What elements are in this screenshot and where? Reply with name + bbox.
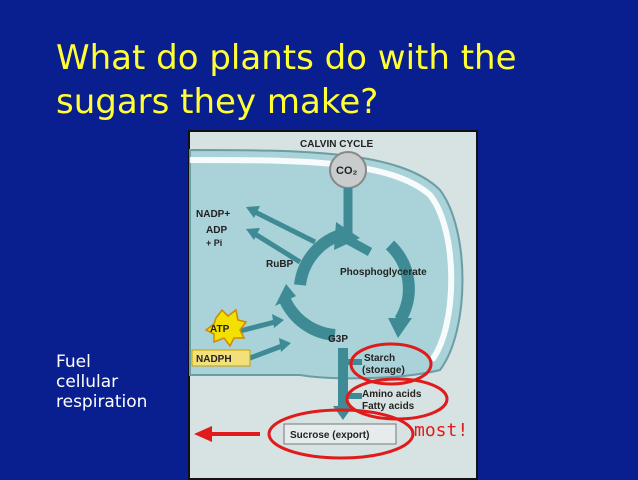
cycle-arrow-right: [385, 240, 415, 324]
cycle-arrow-top-left: [294, 229, 343, 286]
atp-badge: [204, 308, 248, 348]
sucrose-box: [283, 423, 397, 445]
membrane-gap: [189, 157, 455, 362]
nadph-label: NADPH: [196, 354, 232, 365]
co2-label: CO₂: [336, 165, 358, 177]
starch-label-1: Starch: [364, 353, 395, 364]
cycle-arrowhead-right: [388, 318, 412, 338]
most-annotation: most!: [414, 420, 469, 441]
nadp-label: NADP+: [196, 209, 230, 220]
adp-label: ADP: [206, 225, 227, 236]
nadph-box: [191, 349, 251, 367]
fatty-label: Fatty acids: [362, 401, 415, 412]
slide-title: What do plants do with the sugars they m…: [56, 36, 616, 124]
title-line-2: sugars they make?: [56, 82, 379, 122]
nadp-arrowhead: [246, 206, 260, 218]
nadp-arrow: [253, 209, 317, 245]
nadph-arrow: [249, 343, 283, 361]
rubp-label: RuBP: [266, 259, 294, 270]
atp-arrowhead: [272, 314, 284, 328]
title-line-1: What do plants do with the: [56, 38, 517, 78]
pi-label: + Pi: [206, 238, 222, 248]
adp-arrow: [253, 231, 302, 265]
starch-label-2: (storage): [362, 365, 405, 376]
side-note-line-1: Fuel: [56, 352, 91, 372]
g3p-label: G3P: [328, 334, 348, 345]
export-arrowhead: [194, 426, 212, 442]
cycle-arrowhead-top: [334, 222, 360, 250]
side-note-line-3: respiration: [56, 392, 148, 412]
starch-highlight: [349, 342, 433, 386]
nadph-arrowhead: [279, 338, 291, 352]
side-note-line-2: cellular: [56, 372, 119, 392]
amino-label: Amino acids: [362, 389, 422, 400]
calvin-cycle-header: CALVIN CYCLE: [300, 139, 373, 150]
atp-arrow: [235, 319, 276, 335]
atp-label: ATP: [210, 324, 230, 335]
phosphoglycerate-label: Phosphoglycerate: [340, 267, 427, 278]
cycle-arrowhead-bottom: [275, 284, 296, 306]
side-note: Fuel cellular respiration: [56, 352, 147, 412]
cycle-arrow-bottom: [279, 297, 336, 341]
sucrose-highlight: [267, 408, 415, 460]
sucrose-label: Sucrose (export): [290, 430, 369, 441]
adp-arrowhead: [246, 228, 260, 240]
